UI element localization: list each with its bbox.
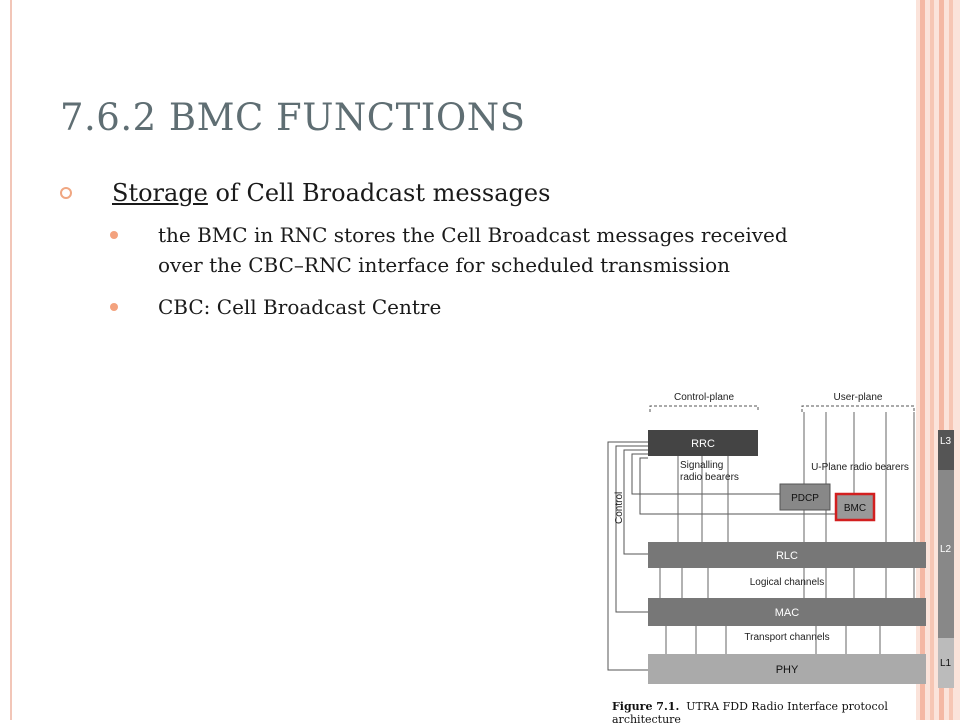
bearer-lines [659, 412, 915, 654]
sub-bullet-text: the BMC in RNC stores the Cell Broadcast… [158, 223, 788, 277]
signalling-label-2: radio bearers [680, 472, 739, 483]
user-plane-brace [801, 405, 915, 412]
bmc-label: BMC [844, 503, 866, 514]
l3-label: L3 [940, 436, 952, 447]
l1-label: L1 [940, 658, 952, 669]
bullet-list: Storage of Cell Broadcast messages the B… [60, 178, 820, 322]
protocol-architecture-figure: Control-plane User-plane RRC [607, 392, 954, 688]
pdcp-block [779, 483, 831, 511]
l2-label: L2 [940, 544, 952, 555]
left-accent-line [10, 0, 12, 720]
signalling-label-1: Signalling [680, 460, 723, 471]
bullet-text: of Cell Broadcast messages [207, 179, 551, 207]
ring-bullet-icon [60, 187, 72, 199]
l2-bar [938, 470, 954, 638]
mac-block [648, 598, 926, 626]
phy-label: PHY [776, 664, 799, 676]
bullet-storage: Storage of Cell Broadcast messages [60, 178, 820, 208]
rrc-label: RRC [691, 438, 715, 450]
control-label: Control [614, 492, 625, 524]
logical-channels-label: Logical channels [750, 577, 825, 588]
sub-bullet-bmc-stores: the BMC in RNC stores the Cell Broadcast… [60, 220, 820, 280]
user-plane-label: User-plane [834, 392, 883, 403]
figure-caption: Figure 7.1. UTRA FDD Radio Interface pro… [612, 700, 960, 726]
pdcp-label: PDCP [791, 493, 819, 504]
sub-bullet-cbc: CBC: Cell Broadcast Centre [60, 292, 820, 322]
storage-term: Storage [112, 179, 208, 207]
rlc-block [648, 542, 926, 568]
dot-bullet-icon [110, 303, 118, 311]
phy-block [648, 654, 926, 684]
control-plane-brace [649, 405, 759, 412]
control-lines [607, 441, 836, 671]
l1-bar [938, 638, 954, 688]
sub-bullet-text: CBC: Cell Broadcast Centre [158, 295, 442, 319]
mac-label: MAC [775, 607, 800, 619]
rrc-block [648, 430, 758, 456]
uplane-bearers-label: U-Plane radio bearers [811, 462, 909, 473]
transport-channels-label: Transport channels [744, 632, 829, 643]
bmc-block [834, 492, 876, 522]
control-plane-label: Control-plane [674, 392, 734, 403]
slide-title: 7.6.2 BMC FUNCTIONS [60, 96, 526, 139]
rlc-label: RLC [776, 550, 798, 562]
l3-bar [938, 430, 954, 470]
caption-label: Figure 7.1. [612, 700, 680, 713]
dot-bullet-icon [110, 231, 118, 239]
